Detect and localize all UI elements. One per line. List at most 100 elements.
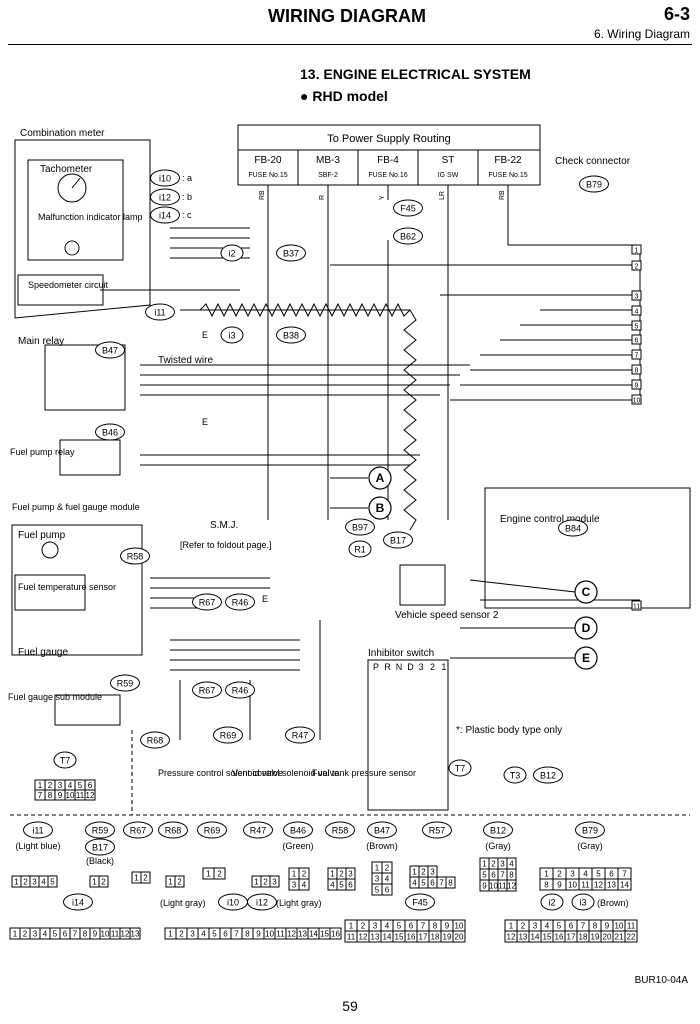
svg-text:3: 3 xyxy=(533,922,538,931)
header-rule xyxy=(8,44,692,45)
terminal-8: 8 xyxy=(631,364,642,375)
svg-text:6: 6 xyxy=(635,338,639,345)
svg-text:12: 12 xyxy=(287,930,296,939)
fuse-wire-2: Y xyxy=(379,195,386,200)
legend-t7-pin-7: 7 xyxy=(38,791,43,800)
svg-text:3: 3 xyxy=(272,878,277,887)
svg-text:B37: B37 xyxy=(283,249,299,259)
svg-text:A: A xyxy=(376,471,385,485)
svg-text:1: 1 xyxy=(509,922,514,931)
connector-R67-20: R67 xyxy=(192,681,222,699)
svg-text:5: 5 xyxy=(421,879,426,888)
svg-text:C: C xyxy=(582,585,591,599)
svg-text:4: 4 xyxy=(385,875,390,884)
svg-text:11: 11 xyxy=(627,922,636,931)
svg-text:11: 11 xyxy=(111,930,120,939)
connector-T3-27: T3 xyxy=(503,766,527,784)
terminal-4: 4 xyxy=(631,305,642,316)
svg-text:5: 5 xyxy=(596,870,601,879)
svg-text:1: 1 xyxy=(349,922,354,931)
fuel-temp-sensor-label: Fuel temperature sensor xyxy=(18,582,116,592)
svg-text:7: 7 xyxy=(421,922,426,931)
svg-text:15: 15 xyxy=(320,930,329,939)
svg-text:R67: R67 xyxy=(199,686,216,696)
svg-text:R58: R58 xyxy=(127,552,144,562)
svg-text:2: 2 xyxy=(635,264,639,271)
legend-t7-pin-box-12 xyxy=(84,789,96,801)
svg-text:8: 8 xyxy=(83,930,88,939)
svg-text:9: 9 xyxy=(557,881,562,890)
svg-text:7: 7 xyxy=(622,870,627,879)
link-B: B xyxy=(368,496,392,520)
svg-text:2: 2 xyxy=(23,930,28,939)
legend-f45: F45 xyxy=(405,893,435,911)
svg-text:14: 14 xyxy=(620,881,629,890)
svg-text:5: 5 xyxy=(557,922,562,931)
fuel-pump-label: Fuel pump xyxy=(18,530,66,541)
connector-R58-17: R58 xyxy=(120,547,150,565)
legend-id-i11: i11 xyxy=(23,821,53,839)
inhibitor-col-3: 3 xyxy=(419,662,424,672)
inhibitor-col-D: D xyxy=(407,662,414,672)
svg-text:4: 4 xyxy=(412,879,417,888)
svg-text:8: 8 xyxy=(448,879,453,888)
connector-i11-5: i11 xyxy=(145,303,175,321)
svg-text:R67: R67 xyxy=(130,826,147,836)
svg-text:6: 6 xyxy=(385,886,390,895)
fuse-value-3: IG SW xyxy=(438,172,459,179)
svg-text:i14: i14 xyxy=(159,211,171,221)
svg-text:7: 7 xyxy=(73,930,78,939)
svg-text:3: 3 xyxy=(375,875,380,884)
meter-suffix-c: : c xyxy=(182,210,192,220)
plastic-note: *: Plastic body type only xyxy=(456,725,562,736)
connector-B38-7: B38 xyxy=(276,326,306,344)
svg-text:11: 11 xyxy=(633,604,640,611)
svg-text:20: 20 xyxy=(603,933,612,942)
svg-text:B46: B46 xyxy=(102,428,118,438)
diagram-title: 13. ENGINE ELECTRICAL SYSTEM xyxy=(300,66,531,82)
fuel-pump-relay-box xyxy=(59,439,121,476)
legend-id-R57: R57 xyxy=(422,821,452,839)
diagram-subtitle: ● RHD model xyxy=(300,88,388,104)
svg-text:2: 2 xyxy=(263,878,268,887)
svg-text:3: 3 xyxy=(32,878,37,887)
smj-label: S.M.J. xyxy=(210,520,238,531)
svg-text:13: 13 xyxy=(298,930,307,939)
legend-id-B79: B79 xyxy=(575,821,605,839)
svg-text:1: 1 xyxy=(13,930,18,939)
svg-text:4: 4 xyxy=(583,870,588,879)
fuse-value-2: FUSE No.16 xyxy=(368,172,407,179)
svg-text:2: 2 xyxy=(143,874,148,883)
terminal-6: 6 xyxy=(631,334,642,345)
inhibitor-col-R: R xyxy=(384,662,391,672)
connector-i3-6: i3 xyxy=(220,326,244,344)
svg-text:2: 2 xyxy=(302,870,307,879)
legend-color-i11: (Light blue) xyxy=(15,841,60,851)
ground-symbol-2: E xyxy=(262,594,268,604)
connector-B17-15: B17 xyxy=(383,531,413,549)
svg-text:2: 2 xyxy=(421,868,426,877)
svg-text:i3: i3 xyxy=(579,898,586,908)
svg-text:1: 1 xyxy=(14,878,19,887)
svg-text:4: 4 xyxy=(635,309,639,316)
svg-text:F45: F45 xyxy=(400,204,416,214)
svg-text:7: 7 xyxy=(581,922,586,931)
svg-text:5: 5 xyxy=(397,922,402,931)
fuse-wire-0: RB xyxy=(259,190,266,200)
svg-text:R59: R59 xyxy=(92,826,109,836)
svg-text:4: 4 xyxy=(41,878,46,887)
svg-text:17: 17 xyxy=(567,933,576,942)
fuse-wire-4: RB xyxy=(499,190,506,200)
svg-text:i11: i11 xyxy=(32,826,43,836)
legend-id-B12: B12 xyxy=(483,821,513,839)
